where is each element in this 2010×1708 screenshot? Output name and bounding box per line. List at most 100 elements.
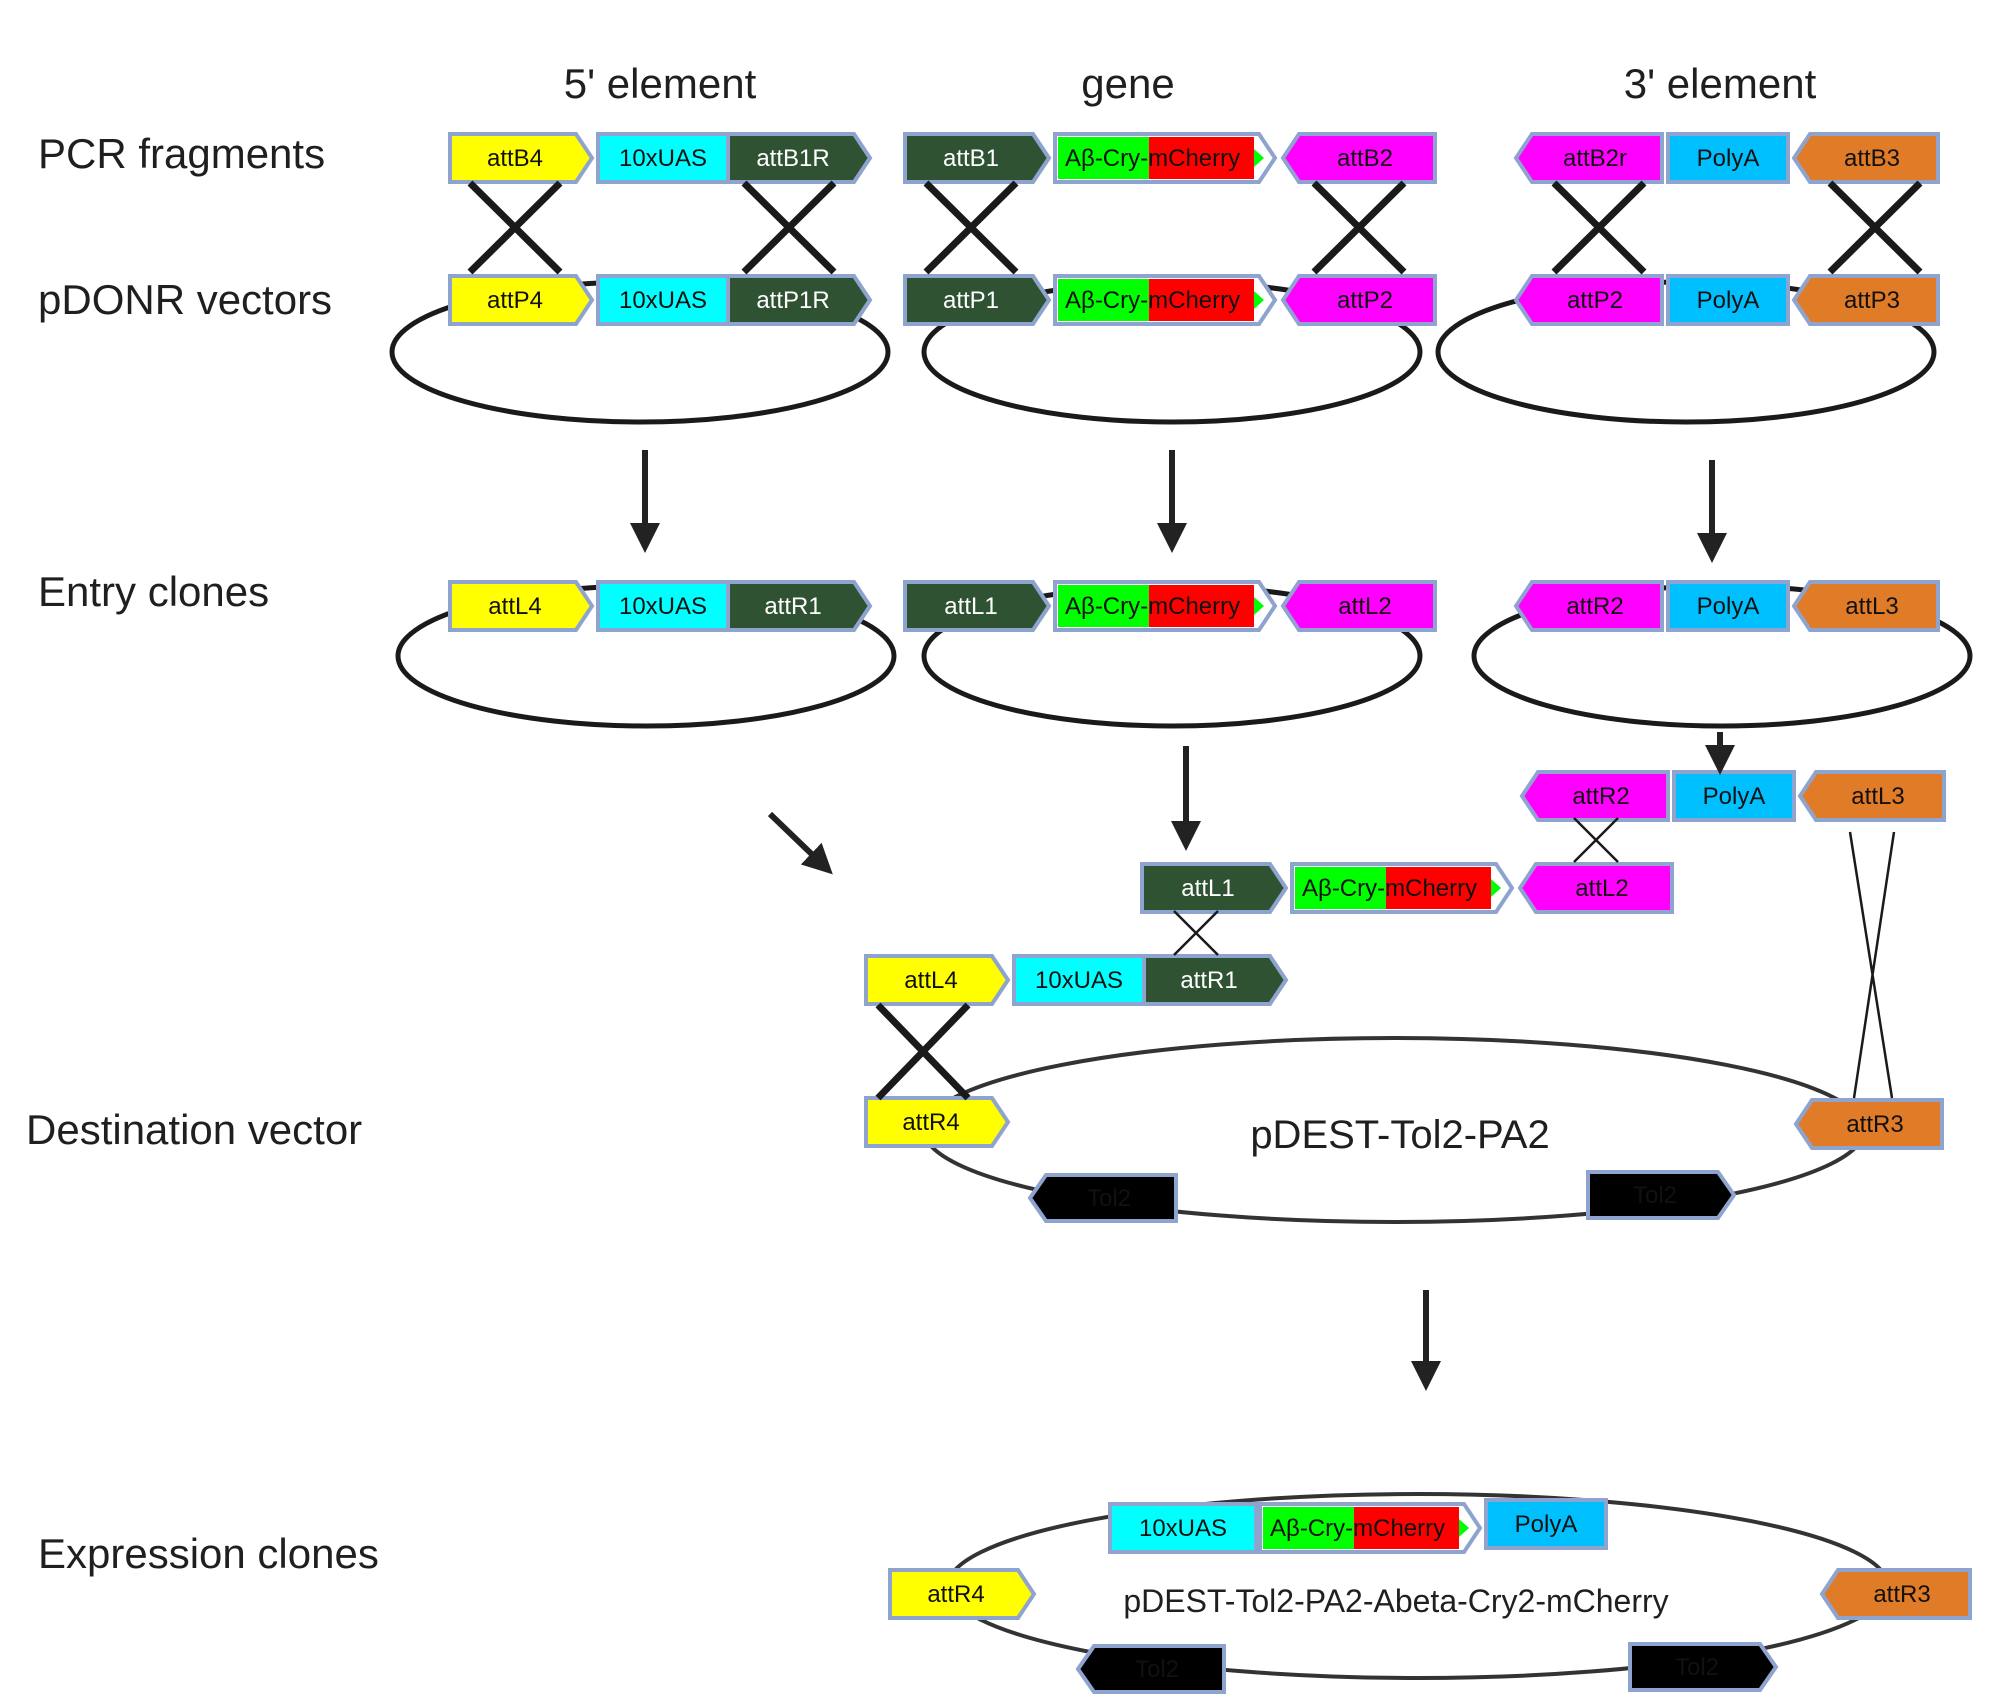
entry-gene-site-right: attL2 (1280, 580, 1437, 632)
entry-five-prime-site-right-shape (726, 580, 873, 632)
pdonr-three-prime-polya-label: PolyA (1697, 287, 1760, 314)
recomb-three-prime-polya: PolyA (1672, 770, 1796, 822)
entry-three-prime-site-left: attR2 (1513, 580, 1664, 632)
plasmid-rings (389, 279, 1973, 729)
destination-tol2-left: Tol2 (1027, 1173, 1178, 1223)
pdonr-five-prime-site-left: attP4 (448, 274, 595, 326)
row-label-entry: Entry clones (38, 568, 269, 615)
recomb-gene-gene-tip (1491, 879, 1501, 897)
recomb-five-prime-site-right-shape (1142, 954, 1289, 1006)
pcr-five-prime-site-right-label: attB1R (756, 145, 829, 172)
recomb-gene-site-left: attL1 (1140, 862, 1289, 914)
destination-attr4-label: attR4 (902, 1109, 959, 1136)
recomb-gene-gene-label: Aβ-Cry-mCherry (1302, 875, 1477, 902)
arrow-entry-five-to-recomb (767, 811, 833, 875)
pdonr-three-prime-site-left-shape (1513, 274, 1664, 326)
pcr-three-prime-site-left: attB2r (1513, 132, 1664, 184)
pdonr-three-prime-site-right-shape (1791, 274, 1940, 326)
pdonr-gene-site-right-shape (1280, 274, 1437, 326)
column-header-five-prime: 5' element (564, 60, 757, 107)
destination-tol2-right-label: Tol2 (1633, 1182, 1677, 1209)
entry-five-prime-site-left: attL4 (448, 580, 595, 632)
recomb-gene-gene-mcherry-segment (1385, 867, 1491, 909)
recomb-gene-site-left-shape (1140, 862, 1289, 914)
pdonr-gene-gene-tip (1254, 291, 1264, 309)
recomb-gene-gene-abeta-cry-segment (1295, 867, 1386, 909)
pcr-gene-site-right-shape (1280, 132, 1437, 184)
pdonr-gene-site-left: attP1 (903, 274, 1052, 326)
recomb-gene-site-right: attL2 (1517, 862, 1674, 914)
recomb-three-prime-site-right-shape (1797, 770, 1946, 822)
entry-five-prime-site-right: attR1 (726, 580, 873, 632)
entry-gene-site-left: attL1 (903, 580, 1052, 632)
pcr-gene-site-left-label: attB1 (943, 145, 999, 172)
expression-tol2-left-label: Tol2 (1135, 1656, 1179, 1683)
expression-tol2-left: Tol2 (1075, 1644, 1226, 1694)
pcr-five-prime-promoter: 10xUAS (596, 132, 730, 184)
entry-three-prime-site-right-label: attL3 (1845, 593, 1898, 620)
destination-attr3-shape (1793, 1098, 1944, 1150)
pcr-five-prime-site-left-shape (448, 132, 595, 184)
destination-attr3: attR3 (1793, 1098, 1944, 1150)
recomb-five-prime-site-right-label: attR1 (1180, 967, 1237, 994)
cross-attb2r-attp2 (1551, 180, 1647, 275)
entry-gene-site-right-shape (1280, 580, 1437, 632)
row-label-destination: Destination vector (26, 1106, 362, 1153)
recomb-five-prime-promoter: 10xUAS (1012, 954, 1146, 1006)
entry-gene-site-left-shape (903, 580, 1052, 632)
expression-polya: PolyA (1484, 1498, 1608, 1550)
pdonr-five-prime-site-left-label: attP4 (487, 287, 543, 314)
destination-attr3-label: attR3 (1846, 1111, 1903, 1138)
pdonr-five-prime-promoter: 10xUAS (596, 274, 730, 326)
pcr-gene-gene: Aβ-Cry-mCherry (1053, 132, 1278, 184)
pcr-three-prime-polya-shape (1666, 132, 1790, 184)
expression-gene-mcherry-segment (1353, 1507, 1459, 1549)
destination-tol2-right-shape (1586, 1170, 1737, 1220)
recomb-five-prime-site-right: attR1 (1142, 954, 1289, 1006)
destination-tol2-left-label: Tol2 (1087, 1185, 1131, 1212)
pcr-gene-site-left-shape (903, 132, 1052, 184)
recomb-gene-site-left-label: attL1 (1181, 875, 1234, 902)
entry-gene-site-right-label: attL2 (1338, 593, 1391, 620)
pcr-three-prime-site-left-shape (1513, 132, 1664, 184)
thin-crosses (1173, 817, 1896, 1099)
entry-gene-gene-mcherry-segment (1148, 585, 1254, 627)
entry-five-prime-promoter-label: 10xUAS (619, 593, 707, 620)
pdonr-five-prime-site-left-shape (448, 274, 595, 326)
cross-attb3-attp3 (1827, 180, 1923, 275)
pcr-three-prime-site-right-label: attB3 (1844, 145, 1900, 172)
expression-polya-shape (1484, 1498, 1608, 1550)
destination-attr4-shape (864, 1096, 1011, 1148)
column-header-three-prime: 3' element (1624, 60, 1817, 107)
expression-attr3-label: attR3 (1873, 1581, 1930, 1608)
pcr-gene-gene-tip (1254, 149, 1264, 167)
destination-tol2-right: Tol2 (1586, 1170, 1737, 1220)
cross-attb2-attp2 (1311, 180, 1407, 275)
expression-tol2-right: Tol2 (1628, 1642, 1779, 1692)
pcr-gene-site-right: attB2 (1280, 132, 1437, 184)
pdonr-five-prime-site-right-shape (726, 274, 873, 326)
recomb-gene-gene: Aβ-Cry-mCherry (1290, 862, 1515, 914)
entry-gene-gene-abeta-cry-segment (1058, 585, 1149, 627)
pdonr-three-prime-site-right: attP3 (1791, 274, 1940, 326)
pdonr-gene-site-right-label: attP2 (1337, 287, 1393, 314)
recomb-three-prime-site-left-shape (1519, 770, 1670, 822)
expression-tol2-right-label: Tol2 (1675, 1654, 1719, 1681)
destination-attr4: attR4 (864, 1096, 1011, 1148)
recomb-gene-site-right-shape (1517, 862, 1674, 914)
pdonr-gene-gene-abeta-cry-segment (1058, 279, 1149, 321)
expression-attr4-label: attR4 (927, 1581, 984, 1608)
pcr-three-prime-site-right-shape (1791, 132, 1940, 184)
pdonr-three-prime-site-left: attP2 (1513, 274, 1664, 326)
expression-gene-label: Aβ-Cry-mCherry (1270, 1515, 1445, 1542)
pdonr-gene-gene-label: Aβ-Cry-mCherry (1065, 287, 1240, 314)
entry-three-prime-polya: PolyA (1666, 580, 1790, 632)
pcr-gene-site-right-label: attB2 (1337, 145, 1393, 172)
pcr-five-prime-site-left-label: attB4 (487, 145, 543, 172)
recomb-gene-site-right-label: attL2 (1575, 875, 1628, 902)
pcr-three-prime-polya: PolyA (1666, 132, 1790, 184)
recomb-five-prime-site-left-shape (864, 954, 1011, 1006)
pcr-gene-site-left: attB1 (903, 132, 1052, 184)
destination-vector-name: pDEST-Tol2-PA2 (1250, 1113, 1549, 1157)
